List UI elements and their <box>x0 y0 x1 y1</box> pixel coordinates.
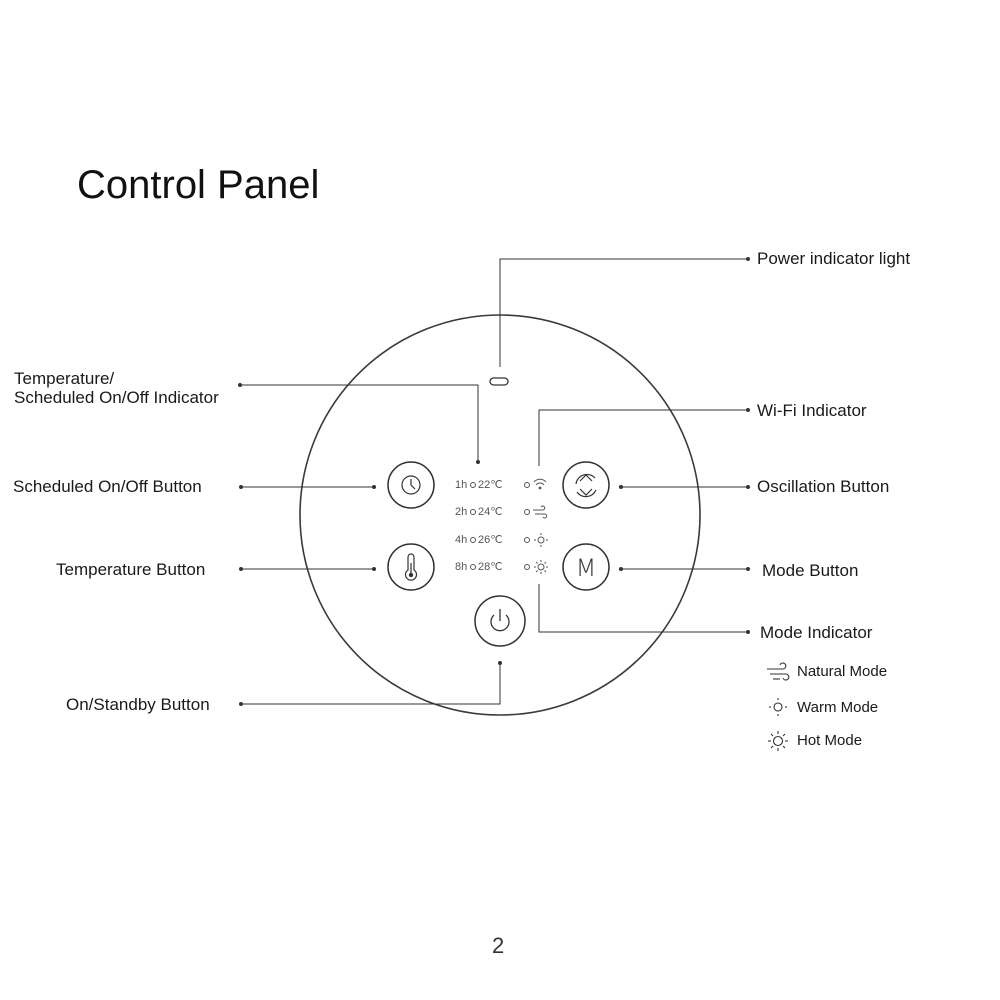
indicator-temp-26: 26℃ <box>478 534 503 546</box>
indicator-time-4h: 4h <box>455 534 468 546</box>
mode-letter: M <box>576 554 597 582</box>
mode-button[interactable]: M <box>562 543 610 591</box>
standby-button-label: On/Standby Button <box>66 695 210 714</box>
page-number: 2 <box>492 933 505 958</box>
sun-icon <box>534 560 548 574</box>
wifi-indicator-label: Wi-Fi Indicator <box>757 401 867 420</box>
leader-dots <box>238 257 750 706</box>
indicator-temp-28: 28℃ <box>478 561 503 573</box>
thermometer-icon <box>404 553 418 581</box>
small-sun-icon <box>534 533 548 547</box>
standby-button[interactable] <box>474 595 526 647</box>
temperature-button-label: Temperature Button <box>56 560 206 579</box>
legend-sun-icon <box>768 731 788 751</box>
oscillation-button[interactable] <box>562 461 610 509</box>
legend-wind-icon <box>767 662 790 681</box>
power-indicator-light <box>489 377 509 386</box>
oscillation-button-label: Oscillation Button <box>757 477 890 496</box>
leader-lines <box>240 258 748 705</box>
time-temp-dots <box>470 482 476 570</box>
legend-small-sun-icon <box>769 698 787 716</box>
oscillation-icon <box>575 473 597 498</box>
indicator-time-2h: 2h <box>455 506 468 518</box>
temperature-indicator-label-line2: Scheduled On/Off Indicator <box>14 388 219 407</box>
power-indicator-light-label: Power indicator light <box>757 249 911 268</box>
temperature-indicator-label-line1: Temperature/ <box>14 369 115 388</box>
scheduled-button-label: Scheduled On/Off Button <box>13 477 202 496</box>
page-title: Control Panel <box>77 163 320 207</box>
status-dots <box>524 482 530 570</box>
wifi-icon <box>533 478 547 490</box>
temperature-button[interactable] <box>387 543 435 591</box>
indicator-time-1h: 1h <box>455 479 468 491</box>
wind-icon <box>533 505 548 519</box>
clock-icon <box>401 475 421 495</box>
scheduled-on-off-button[interactable] <box>387 461 435 509</box>
mode-indicator-label: Mode Indicator <box>760 623 873 642</box>
legend-hot-mode: Hot Mode <box>797 732 863 749</box>
mode-button-label: Mode Button <box>762 561 859 580</box>
indicator-temp-24: 24℃ <box>478 506 503 518</box>
indicator-time-8h: 8h <box>455 561 468 573</box>
legend-warm-mode: Warm Mode <box>797 699 879 716</box>
indicator-temp-22: 22℃ <box>478 479 503 491</box>
power-icon <box>490 609 510 632</box>
legend-natural-mode: Natural Mode <box>797 663 888 680</box>
